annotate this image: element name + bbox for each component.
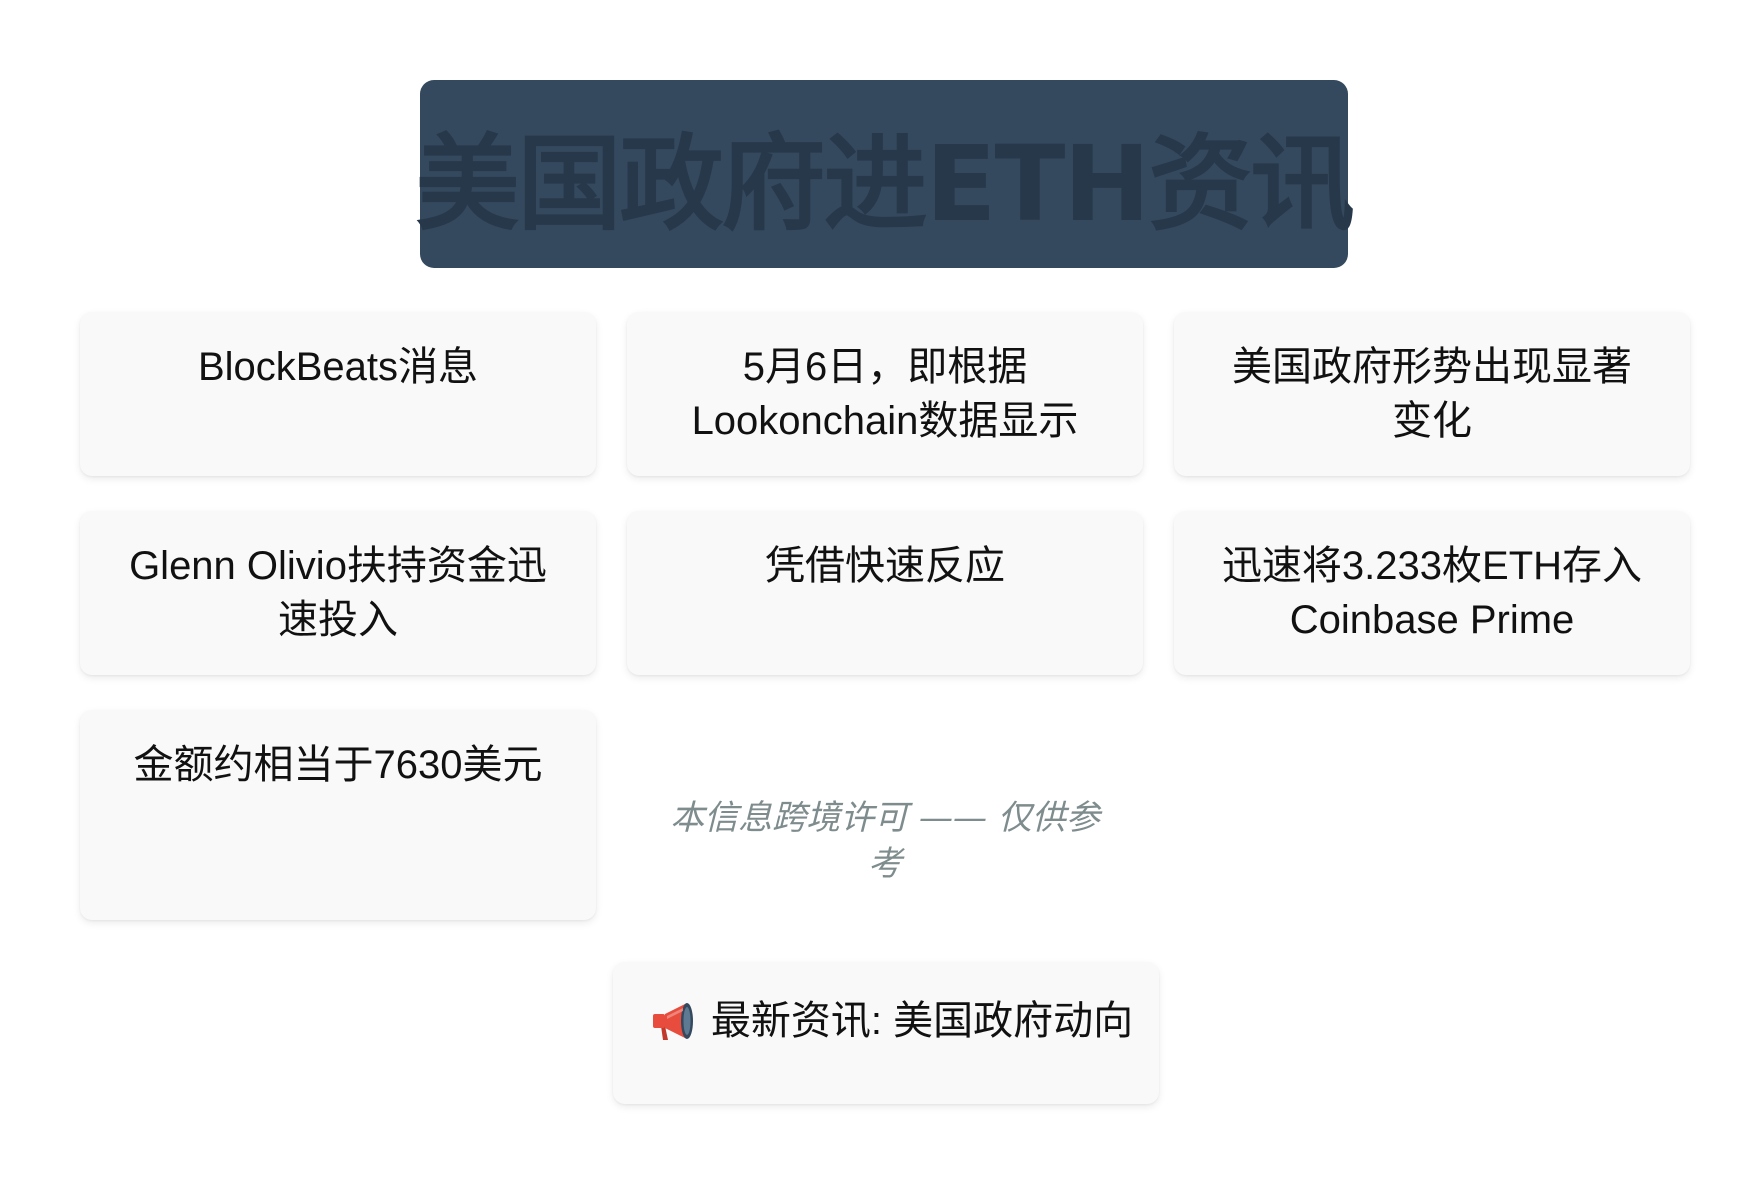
- info-card-date: 5月6日，即根据Lookonchain数据显示: [627, 312, 1143, 476]
- info-card-text: 凭借快速反应: [765, 544, 1005, 588]
- info-card-deposit: 迅速将3.233枚ETH存入Coinbase Prime: [1174, 511, 1690, 675]
- info-card-text: 5月6日，即根据Lookonchain数据显示: [691, 345, 1079, 443]
- info-card-text: BlockBeats消息: [197, 345, 479, 389]
- latest-news-text: 最新资讯: 美国政府动向: [710, 999, 1134, 1043]
- info-card-text: Glenn Olivio扶持资金迅速投入: [129, 544, 547, 642]
- info-card-situation: 美国政府形势出现显著变化: [1174, 312, 1690, 476]
- info-card-text: 美国政府形势出现显著变化: [1232, 345, 1632, 443]
- info-card-text: 金额约相当于7630美元: [133, 743, 543, 787]
- info-card-funding: Glenn Olivio扶持资金迅速投入: [80, 511, 596, 675]
- info-card-response: 凭借快速反应: [627, 511, 1143, 675]
- info-card-source: BlockBeats消息: [80, 312, 596, 476]
- page-title: 美国政府进ETH资讯: [415, 122, 1354, 245]
- disclaimer-text: 本信息跨境许可 —— 仅供参考: [670, 798, 1100, 884]
- title-banner: 美国政府进ETH资讯: [415, 80, 1355, 268]
- latest-news-banner: 最新资讯: 美国政府动向: [613, 962, 1159, 1104]
- info-card-amount: 金额约相当于7630美元: [80, 710, 596, 920]
- megaphone-icon: [649, 998, 697, 1044]
- info-card-text: 迅速将3.233枚ETH存入Coinbase Prime: [1221, 544, 1643, 642]
